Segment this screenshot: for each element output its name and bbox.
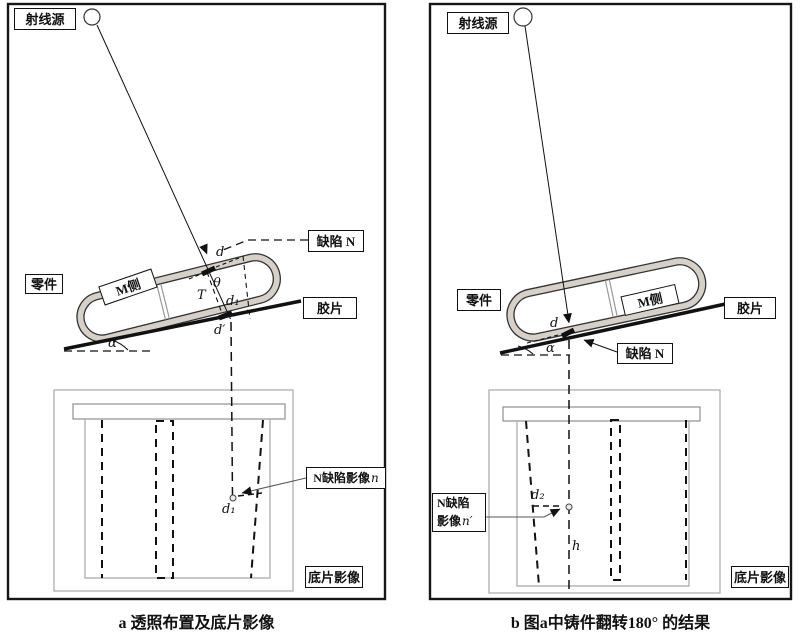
panel-a-alpha-angle xyxy=(64,339,150,352)
panel-b-film-image xyxy=(488,389,721,594)
panel-b-source-label: 射线源 xyxy=(447,12,509,34)
panel-b-defect-image-line2: 影像n′ xyxy=(437,513,473,528)
panel-a-caption: a 透照布置及底片影像 xyxy=(118,615,275,632)
panel-b-sym-d2: d₂ xyxy=(531,488,545,503)
panel-b-caption: b 图a中铸件翻转180° 的结果 xyxy=(510,615,711,632)
panel-b-part-label: 零件 xyxy=(457,289,501,311)
panel-b-sym-d: d xyxy=(550,316,558,331)
panel-a-sym-d1: d₁ xyxy=(226,294,240,309)
panel-b-film-label: 胶片 xyxy=(724,297,776,319)
panel-b-defect-label: 缺陷 N xyxy=(617,343,673,364)
panel-a-sym-dprime: d′ xyxy=(214,323,225,338)
panel-b-source-circle xyxy=(513,7,533,27)
panel-a-film-label: 胶片 xyxy=(303,297,357,319)
panel-b-part xyxy=(506,257,707,342)
panel-b-sym-h: h xyxy=(572,539,580,554)
panel-a-defect-image-point xyxy=(229,494,237,502)
panel-a-source-circle xyxy=(83,8,101,26)
panel-b-defect-image-line1: N缺陷 xyxy=(437,496,470,511)
panel-b-defect-image-symbol: n′ xyxy=(462,513,473,528)
panel-a-part xyxy=(76,253,281,343)
panel-b-alpha-angle xyxy=(501,345,570,356)
panel-a-film-line xyxy=(63,299,302,351)
panel-b-defect-image-leader xyxy=(486,508,561,518)
panel-a-film-image xyxy=(53,389,294,592)
panel-a-film-image-label: 底片影像 xyxy=(305,566,363,588)
panel-a-defect-construction xyxy=(188,239,308,321)
panel-a-sym-T: T xyxy=(197,288,207,303)
panel-a-defect-image-symbol: n xyxy=(370,471,379,485)
panel-a-sym-d: d xyxy=(216,245,224,260)
panel-a-part-label: 零件 xyxy=(25,274,63,294)
panel-a-defect-label: 缺陷 N xyxy=(308,230,364,252)
panel-b-defect-image-label: N缺陷 影像n′ xyxy=(432,493,486,532)
panel-b-film-line xyxy=(499,301,731,355)
panel-a-source-label: 射线源 xyxy=(14,8,76,30)
panel-a-sym-alpha: α xyxy=(108,336,117,351)
panel-a-sym-d1-image: d₁ xyxy=(222,502,236,517)
panel-b-film-image-label: 底片影像 xyxy=(731,566,789,588)
panel-a-defect-image-leader xyxy=(241,477,307,496)
panel-a-sym-theta: θ xyxy=(213,276,221,291)
panel-b-sym-alpha: α xyxy=(546,341,555,356)
panel-b-defect-construction xyxy=(526,327,618,353)
panel-b-defect-image-point xyxy=(565,503,573,511)
panel-b-ray-line xyxy=(524,25,570,323)
panel-a-defect-image-text: N缺陷影像 xyxy=(313,471,370,485)
